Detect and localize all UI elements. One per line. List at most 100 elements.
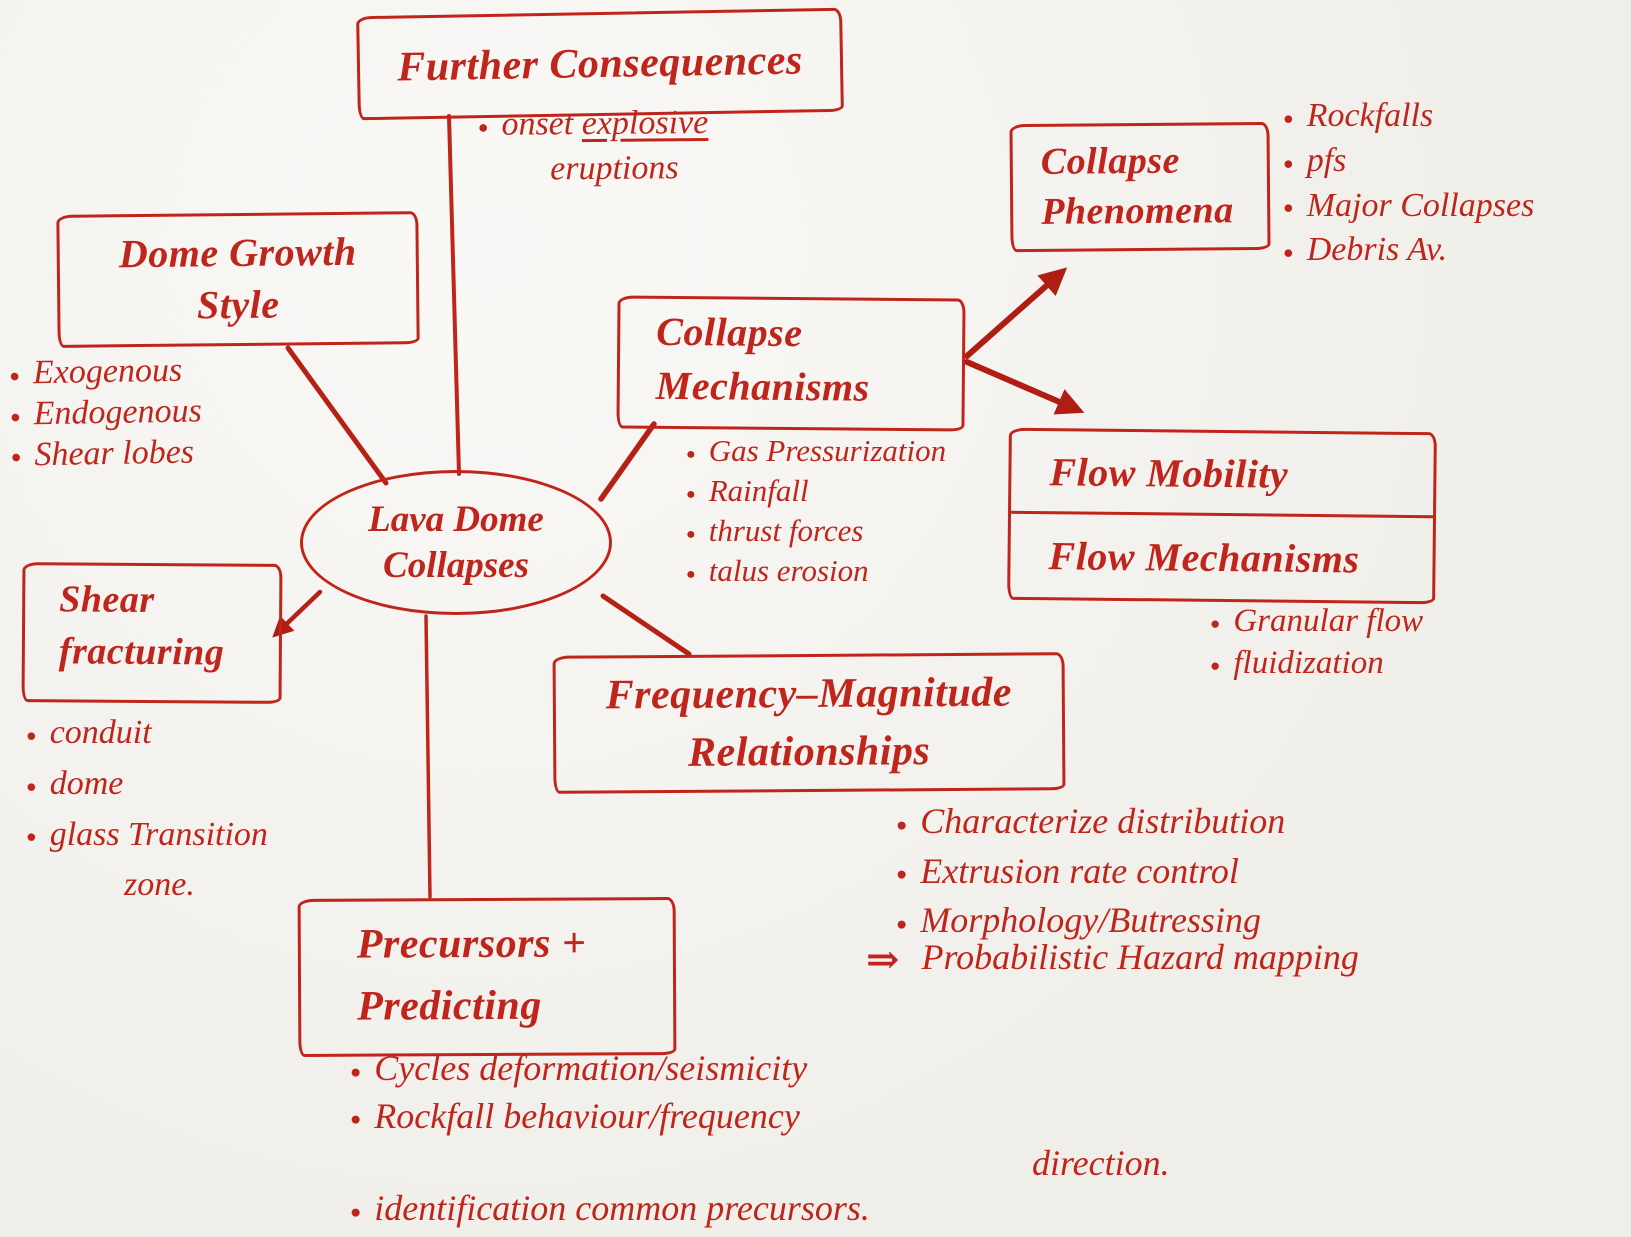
list-item: Debris Av. xyxy=(1283,228,1534,273)
node-title: Shear xyxy=(59,578,155,622)
list-item-text: zone. xyxy=(124,866,195,904)
frequency-magnitude-notes: Characterize distribution Extrusion rate… xyxy=(896,798,1285,947)
central-topic-line: Collapses xyxy=(383,544,529,586)
list-item-text: Probabilistic Hazard mapping xyxy=(921,937,1359,977)
list-item: Rockfall behaviour/frequency xyxy=(350,1094,1170,1142)
list-item-text: Shear lobes xyxy=(34,433,195,473)
bullet-icon xyxy=(1283,185,1294,230)
list-item-text: Exogenous xyxy=(32,351,183,392)
bullet-icon xyxy=(686,513,696,553)
list-item-text: direction. xyxy=(1032,1143,1170,1184)
collapse-phenomena-notes: Rockfalls pfs Major Collapses Debris Av. xyxy=(1283,94,1535,273)
bullet-icon xyxy=(350,1047,361,1095)
bullet-icon xyxy=(896,799,907,849)
list-item-text: Extrusion rate control xyxy=(920,850,1239,891)
edge-center-collapse-mechanisms xyxy=(598,421,657,502)
list-item: conduit xyxy=(26,708,268,759)
list-item-text: Rockfall behaviour/frequency xyxy=(374,1095,800,1136)
bullet-icon xyxy=(686,433,696,473)
collapse-mechanisms-notes: Gas Pressurization Rainfall thrust force… xyxy=(686,432,946,592)
list-item: talus erosion xyxy=(686,552,946,592)
bullet-icon xyxy=(350,1187,361,1235)
list-item-text: conduit xyxy=(49,714,152,751)
list-item: Exogenous xyxy=(9,350,201,394)
node-title: fracturing xyxy=(58,630,225,674)
node-title: Frequency–Magnitude xyxy=(605,669,1013,719)
list-item-text: fluidization xyxy=(1233,644,1384,681)
bullet-icon xyxy=(896,849,907,899)
list-item-text: Morphology/Butressing xyxy=(920,900,1261,941)
edge-mechanisms-flow-arrow xyxy=(964,359,1085,415)
central-topic-line: Lava Dome xyxy=(368,498,544,540)
further-consequences-notes: onset explosive eruptions xyxy=(478,101,709,192)
list-item-text: Major Collapses xyxy=(1306,186,1535,224)
list-item-text: Debris Av. xyxy=(1306,231,1448,269)
bullet-icon xyxy=(1210,644,1220,686)
list-item-text: pfs xyxy=(1306,141,1347,179)
node-frequency-magnitude: Frequency–Magnitude Relationships xyxy=(552,652,1066,794)
node-title: Style xyxy=(196,281,280,328)
list-item-text: eruptions xyxy=(550,149,679,188)
list-item: Morphology/Butressing xyxy=(896,897,1285,947)
node-precursors-predicting: Precursors + Predicting xyxy=(297,897,677,1057)
list-item-text: Endogenous xyxy=(33,392,203,433)
node-collapse-mechanisms: Collapse Mechanisms xyxy=(616,295,966,432)
list-item: Granular flow xyxy=(1210,601,1423,643)
list-item: Gas Pressurization xyxy=(686,432,946,472)
edge-center-further-consequences xyxy=(447,114,461,476)
edge-mechanisms-phenomena-arrow xyxy=(964,267,1068,359)
bullet-icon xyxy=(26,760,37,811)
list-item-text: dome xyxy=(49,764,124,802)
list-item-text: talus erosion xyxy=(708,553,869,589)
node-title: Flow Mobility xyxy=(1011,430,1434,519)
node-title: Predicting xyxy=(357,982,542,1030)
bullet-icon xyxy=(1283,229,1294,274)
bullet-icon xyxy=(10,436,21,477)
node-title: Flow Mechanisms xyxy=(1048,533,1360,582)
bullet-icon xyxy=(478,104,489,149)
list-item: fluidization xyxy=(1210,643,1423,685)
list-item: dome xyxy=(26,759,268,810)
dome-growth-notes: Exogenous Endogenous Shear lobes xyxy=(9,350,203,476)
bullet-icon xyxy=(26,811,37,862)
list-item: Characterize distribution xyxy=(896,798,1285,848)
node-shear-fracturing: Shear fracturing xyxy=(21,562,283,704)
bullet-icon xyxy=(9,354,20,395)
edge-center-shear-fracturing-arrow xyxy=(272,589,323,638)
node-dome-growth-style: Dome Growth Style xyxy=(56,211,420,348)
list-item: Endogenous xyxy=(10,391,202,435)
bullet-icon xyxy=(686,553,696,593)
node-flow-mobility: Flow Mobility Flow Mechanisms xyxy=(1007,427,1437,605)
list-item-text: onset explosive xyxy=(501,103,709,143)
node-title: Mechanisms xyxy=(655,362,870,410)
list-item: identification common precursors. xyxy=(350,1186,1170,1234)
list-item: pfs xyxy=(1283,139,1534,184)
central-topic: Lava Dome Collapses xyxy=(300,470,612,615)
list-item: onset explosive xyxy=(478,101,709,148)
list-item-text: Rockfalls xyxy=(1306,97,1434,134)
flow-notes: Granular flow fluidization xyxy=(1210,601,1423,685)
list-item-text: Gas Pressurization xyxy=(708,433,947,468)
node-title: Collapse xyxy=(656,308,803,356)
node-title: Relationships xyxy=(687,728,931,776)
double-arrow-icon: ⇒ xyxy=(866,937,900,982)
node-title: Precursors + xyxy=(356,920,587,968)
list-item-text: Cycles deformation/seismicity xyxy=(374,1048,808,1088)
list-item: Rockfalls xyxy=(1283,94,1534,139)
list-item: Shear lobes xyxy=(10,432,202,476)
list-item: thrust forces xyxy=(686,512,946,552)
underlined-word: explosive xyxy=(581,103,709,143)
edge-center-frequency-magnitude xyxy=(600,593,692,657)
shear-fracturing-notes: conduit dome glass Transition zone. xyxy=(26,708,268,909)
list-item: ⇒ Probabilistic Hazard mapping xyxy=(866,936,1359,983)
bullet-icon xyxy=(1210,602,1220,644)
list-item: Extrusion rate control xyxy=(896,848,1285,898)
bullet-icon xyxy=(10,395,21,436)
node-title: Further Consequences xyxy=(396,37,804,91)
list-item: Cycles deformation/seismicity xyxy=(350,1046,1170,1094)
bullet-icon xyxy=(1283,95,1294,140)
precursors-notes: Cycles deformation/seismicity Rockfall b… xyxy=(350,1046,1170,1234)
list-item-text: Characterize distribution xyxy=(920,801,1286,841)
node-title: Dome Growth xyxy=(118,228,357,277)
